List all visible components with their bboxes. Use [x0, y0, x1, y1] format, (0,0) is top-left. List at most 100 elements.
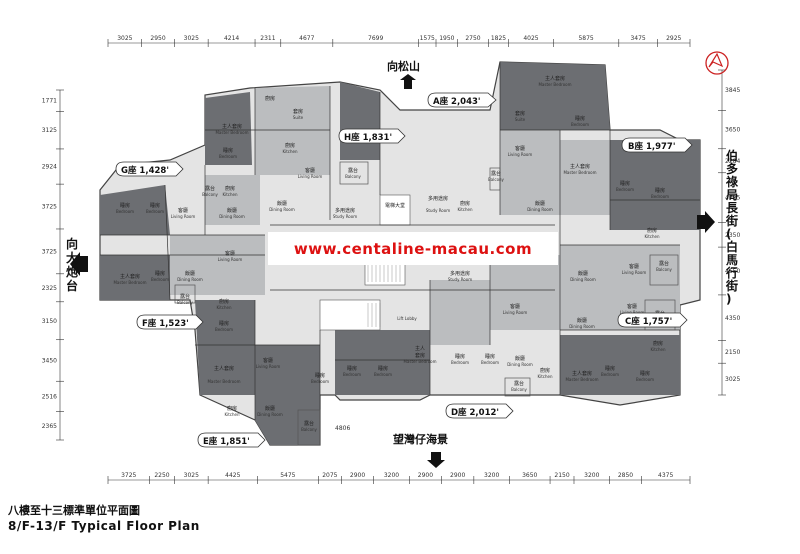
- room-label: 套房: [415, 352, 425, 359]
- room-label: 多用途房: [450, 270, 470, 277]
- room-label: Study Room: [333, 214, 357, 219]
- dimension-value: 2516: [42, 393, 57, 400]
- room-label: 睡房: [485, 353, 495, 360]
- dimension-value: 7699: [368, 35, 383, 42]
- website-url: www.centaline-macau.com: [294, 240, 532, 258]
- room-label: Master Bedroom: [403, 359, 436, 364]
- dimension-value: 3025: [184, 472, 199, 479]
- lift-lobby-label: Lift Lobby: [397, 316, 417, 321]
- room-label: 客廳: [305, 167, 315, 174]
- room-label: 套房: [293, 108, 303, 115]
- dimension-value: 1950: [439, 35, 454, 42]
- east-direction-char: 伯: [726, 148, 738, 163]
- room-label: 露台: [491, 170, 501, 177]
- room-label: 客廳: [510, 303, 520, 310]
- dimension-value: 3200: [584, 472, 599, 479]
- unit-label-B: B座 1,977': [628, 141, 675, 152]
- room-label: 主人套房: [222, 123, 242, 130]
- room-label: Balcony: [202, 192, 218, 197]
- room-label: 飯廳: [277, 200, 287, 207]
- dimension-value: 1825: [491, 35, 506, 42]
- dimension-value: 2365: [42, 423, 57, 430]
- east-direction-char: 祿: [725, 174, 738, 189]
- dimension-value: 2311: [260, 35, 275, 42]
- room-label: 睡房: [150, 202, 160, 209]
- room-label: Dining Room: [527, 207, 553, 212]
- room-label: Master Bedroom: [565, 377, 598, 382]
- room-label: Balcony: [345, 174, 361, 179]
- room-label: Bedroom: [571, 122, 589, 127]
- room-label: Balcony: [656, 267, 672, 272]
- room-label: 廚房: [460, 200, 470, 207]
- dimension-value: 2325: [42, 285, 57, 292]
- room-label: Bedroom: [151, 277, 169, 282]
- unit-tags: A座 2,043' B座 1,977' C座 1,757' D座 2,012' …: [115, 92, 693, 448]
- room-label: 廚房: [285, 142, 295, 149]
- room-label: Balcony: [177, 300, 193, 305]
- room-label: Kitchen: [224, 412, 239, 417]
- building-outline: [99, 61, 701, 446]
- room-label: 露台: [348, 167, 358, 174]
- dimension-value: 3650: [725, 127, 740, 134]
- room-label: 睡房: [640, 370, 650, 377]
- room-label: 廚房: [540, 367, 550, 374]
- room-label: 多用途房: [335, 207, 355, 214]
- dimension-value: 2950: [150, 35, 165, 42]
- left-arrow-icon: [70, 252, 88, 276]
- dimension-value: 3200: [384, 472, 399, 479]
- room-label: Kitchen: [222, 192, 237, 197]
- room-label: 客廳: [263, 357, 273, 364]
- east-direction-char: 街: [725, 278, 738, 293]
- room-label: 露台: [514, 380, 524, 387]
- right-arrow-icon: [697, 211, 715, 233]
- dimension-value: 3200: [484, 472, 499, 479]
- room-label: Living Room: [508, 152, 533, 157]
- room-label: 飯廳: [265, 405, 275, 412]
- room-label: Dining Room: [569, 324, 595, 329]
- room-label: 廚房: [227, 405, 237, 412]
- room-label: Bedroom: [451, 360, 469, 365]
- room-label: 飯廳: [227, 207, 237, 214]
- room-label: 主人套房: [214, 365, 234, 372]
- north-arrow-icon: [705, 51, 729, 75]
- room-label: 主人: [415, 345, 425, 352]
- dimension-value: 3450: [42, 357, 57, 364]
- dimension-value: 2284: [725, 158, 740, 165]
- west-direction-char: 台: [66, 278, 78, 293]
- room-label: Bedroom: [311, 379, 329, 384]
- room-label: 睡房: [315, 372, 325, 379]
- room-label: Living Room: [171, 214, 196, 219]
- room-label: 客廳: [627, 303, 637, 310]
- unit-label-F: F座 1,523': [142, 318, 189, 329]
- room-label: 主人套房: [570, 163, 590, 170]
- room-label: 飯廳: [578, 270, 588, 277]
- room-label: 廚房: [225, 185, 235, 192]
- room-label: 睡房: [347, 365, 357, 372]
- room-label: 睡房: [223, 147, 233, 154]
- dimension-value: 4725: [725, 195, 740, 202]
- unit-label-E: E座 1,851': [203, 436, 250, 447]
- room-label: Living Room: [218, 257, 243, 262]
- dimension-value: 1575: [420, 35, 435, 42]
- room-label: Bedroom: [636, 377, 654, 382]
- dimension-value: 3725: [42, 248, 57, 255]
- room-label: 睡房: [219, 320, 229, 327]
- room-label: 主人套房: [120, 273, 140, 280]
- lift-lobby-label: 電梯大堂: [385, 202, 405, 209]
- room-label: 露台: [205, 185, 215, 192]
- up-arrow-icon: [400, 74, 416, 89]
- room-label: Dining Room: [257, 412, 283, 417]
- room-label: Living Room: [620, 310, 645, 315]
- room-label: Bedroom: [215, 327, 233, 332]
- dimension-value: 2850: [618, 472, 633, 479]
- room-label: Suite: [515, 117, 526, 122]
- dimension-value: 2250: [154, 472, 169, 479]
- room-label: 套房: [515, 110, 525, 117]
- dimension-value: 2900: [450, 472, 465, 479]
- dimension-value: 2924: [42, 164, 57, 171]
- room-label: Kitchen: [457, 207, 472, 212]
- room-label: Kitchen: [216, 305, 231, 310]
- dimension-value: 3025: [725, 376, 740, 383]
- room-label: 主人套房: [572, 370, 592, 377]
